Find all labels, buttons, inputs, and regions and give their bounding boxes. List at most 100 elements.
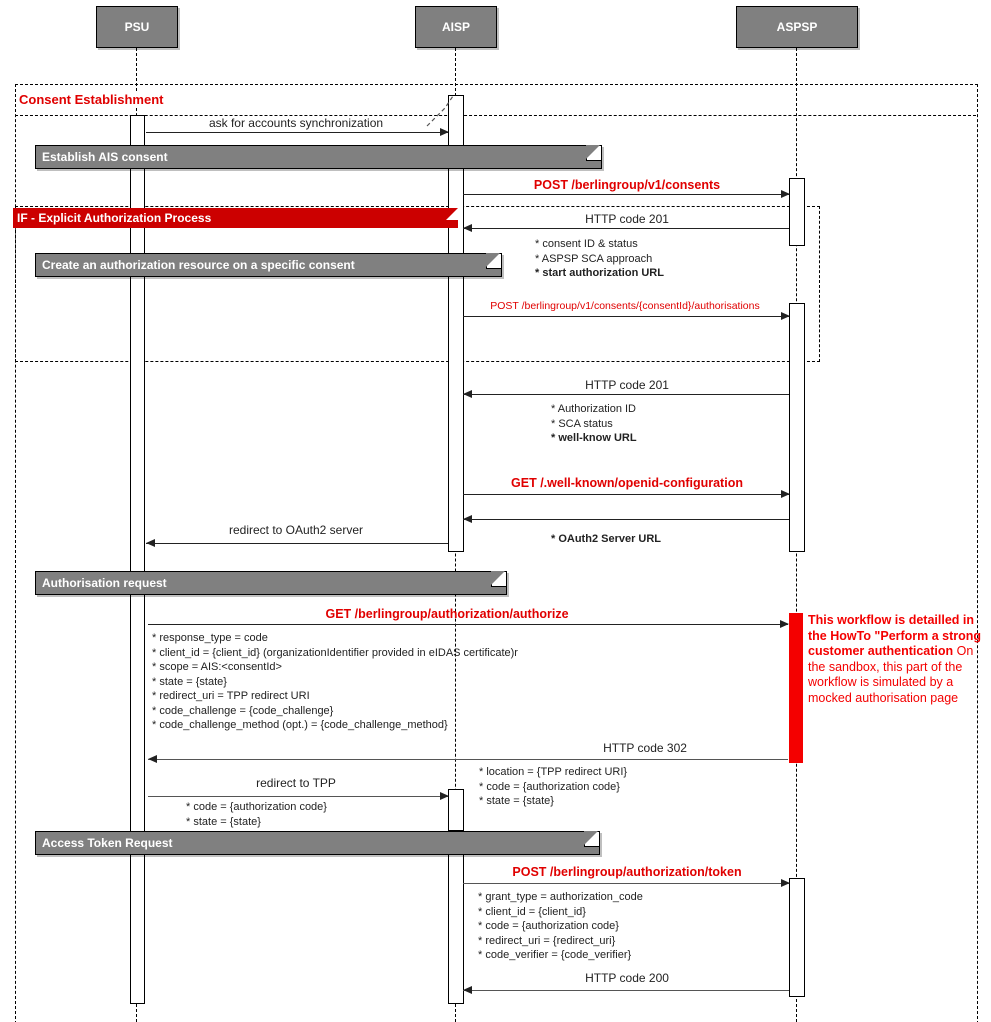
message-arrow-oauth-server-url xyxy=(463,519,789,520)
detail-line: * start authorization URL xyxy=(535,267,664,279)
activation-aspsp-token xyxy=(789,878,805,997)
section-authorisation-request-label: Authorisation request xyxy=(42,576,167,590)
section-fold-icon xyxy=(491,571,506,587)
participant-aspsp-label: ASPSP xyxy=(776,20,818,34)
arrowhead-left-icon xyxy=(463,223,472,232)
arrowhead-left-icon xyxy=(463,985,472,994)
section-fold-icon xyxy=(584,831,599,847)
message-label-ask-accounts: ask for accounts synchronization xyxy=(208,116,384,130)
message-arrow-post-authorisations xyxy=(463,316,789,317)
detail-line: * SCA status xyxy=(551,417,613,430)
message-arrow-post-token xyxy=(463,883,789,884)
details-token-params: * grant_type = authorization_code * clie… xyxy=(478,890,643,963)
message-label-redirect-oauth2: redirect to OAuth2 server xyxy=(228,523,364,537)
detail-line: * code = {authorization code} xyxy=(478,920,619,932)
detail-line: * Authorization ID xyxy=(551,403,636,415)
detail-line: * client_id = {client_id} xyxy=(478,905,586,918)
detail-line: * code = {authorization code} xyxy=(186,801,327,813)
section-create-auth-resource[interactable]: Create an authorization resource on a sp… xyxy=(35,253,502,277)
message-label-post-authorisations: POST /berlingroup/v1/consents/{consentId… xyxy=(490,300,760,312)
message-label-redirect-tpp: redirect to TPP xyxy=(256,776,336,790)
detail-line: * code = {authorization code} xyxy=(479,780,620,793)
section-access-token-request-label: Access Token Request xyxy=(42,836,173,850)
message-label-get-wellknown: GET /.well-known/openid-configuration xyxy=(511,476,743,490)
detail-line: * state = {state} xyxy=(479,795,554,807)
message-arrow-http-201-auth xyxy=(463,394,789,395)
message-label-http-302: HTTP code 302 xyxy=(603,741,687,755)
details-oauth-url: * OAuth2 Server URL xyxy=(551,532,661,547)
detail-line: * code_challenge_method (opt.) = {code_c… xyxy=(152,719,448,731)
detail-line: * scope = AIS:<consentId> xyxy=(152,661,282,673)
arrowhead-right-icon xyxy=(781,878,790,887)
participant-psu[interactable]: PSU xyxy=(96,6,178,48)
detail-line: * OAuth2 Server URL xyxy=(551,533,662,545)
arrowhead-left-icon xyxy=(463,389,472,398)
section-fold-icon xyxy=(486,253,501,269)
banner-fold-icon xyxy=(446,208,458,220)
details-302-params: * location = {TPP redirect URI} * code =… xyxy=(479,765,627,809)
message-label-http-200: HTTP code 200 xyxy=(585,971,669,985)
detail-line: * client_id = {client_id} (organizationI… xyxy=(152,646,518,659)
participant-aspsp[interactable]: ASPSP xyxy=(736,6,858,48)
activation-aspsp-consent xyxy=(789,178,805,246)
detail-line: * code_challenge = {code_challenge} xyxy=(152,704,334,717)
frame-explicit-auth xyxy=(15,206,820,362)
section-access-token-request[interactable]: Access Token Request xyxy=(35,831,600,855)
activation-aspsp-auth xyxy=(789,303,805,552)
details-consent-201: * consent ID & status * ASPSP SCA approa… xyxy=(535,237,664,281)
arrowhead-right-icon xyxy=(781,489,790,498)
note-text-normal: On the sandbox, this part of the workflo… xyxy=(808,644,974,705)
participant-psu-label: PSU xyxy=(124,20,150,34)
details-tpp-params: * code = {authorization code} * state = … xyxy=(186,800,327,829)
detail-line: * state = {state} xyxy=(186,815,261,828)
message-label-post-token: POST /berlingroup/authorization/token xyxy=(512,865,742,879)
frame-consent-establishment xyxy=(15,84,978,1022)
arrowhead-right-icon xyxy=(781,311,790,320)
arrowhead-left-icon xyxy=(146,538,155,547)
message-arrow-redirect-tpp xyxy=(148,796,448,797)
activation-psu xyxy=(130,115,145,1004)
arrowhead-right-icon xyxy=(440,127,449,136)
note-accent-bar xyxy=(791,613,800,761)
frame-consent-establishment-header xyxy=(15,84,976,116)
arrowhead-right-icon xyxy=(780,619,789,628)
detail-line: * code_verifier = {code_verifier} xyxy=(478,949,632,961)
message-arrow-http-302 xyxy=(148,759,788,760)
section-authorisation-request[interactable]: Authorisation request xyxy=(35,571,507,595)
message-arrow-ask-accounts xyxy=(146,132,448,133)
detail-line: * location = {TPP redirect URI} xyxy=(479,766,628,778)
detail-line: * ASPSP SCA approach xyxy=(535,252,653,265)
detail-line: * well-know URL xyxy=(551,432,637,444)
banner-explicit-auth-label: IF - Explicit Authorization Process xyxy=(17,211,212,225)
arrowhead-right-icon xyxy=(781,189,790,198)
detail-line: * grant_type = authorization_code xyxy=(478,891,643,903)
message-arrow-post-consents xyxy=(463,194,789,195)
detail-line: * consent ID & status xyxy=(535,238,638,250)
activation-aisp-redirect xyxy=(448,789,464,831)
participant-aisp[interactable]: AISP xyxy=(415,6,497,48)
section-establish-ais-consent[interactable]: Establish AIS consent xyxy=(35,145,602,169)
message-arrow-get-wellknown xyxy=(463,494,789,495)
frame-label-consent-establishment: Consent Establishment xyxy=(17,92,166,107)
message-label-http-201-consent: HTTP code 201 xyxy=(585,212,669,226)
details-auth-201: * Authorization ID * SCA status * well-k… xyxy=(551,402,637,446)
participant-aisp-label: AISP xyxy=(441,20,470,34)
arrowhead-right-icon xyxy=(440,791,449,800)
arrowhead-left-icon xyxy=(463,514,472,523)
section-fold-icon xyxy=(586,145,601,161)
message-arrow-get-authorize xyxy=(148,624,788,625)
message-arrow-http-200 xyxy=(463,990,789,991)
section-create-auth-resource-label: Create an authorization resource on a sp… xyxy=(42,258,355,272)
detail-line: * redirect_uri = {redirect_uri} xyxy=(478,934,616,947)
aisp-creation-connector xyxy=(426,95,454,127)
note-text-bold: This workflow is detailled in the HowTo … xyxy=(808,613,982,658)
arrowhead-left-icon xyxy=(148,754,157,763)
detail-line: * response_type = code xyxy=(152,632,268,644)
note-sca-workflow: This workflow is detailled in the HowTo … xyxy=(791,613,987,761)
message-arrow-redirect-oauth2 xyxy=(146,543,448,544)
banner-explicit-auth[interactable]: IF - Explicit Authorization Process xyxy=(13,208,458,228)
section-establish-ais-consent-label: Establish AIS consent xyxy=(42,150,168,164)
message-label-get-authorize: GET /berlingroup/authorization/authorize xyxy=(325,607,569,621)
details-authorize-params: * response_type = code * client_id = {cl… xyxy=(152,631,518,733)
